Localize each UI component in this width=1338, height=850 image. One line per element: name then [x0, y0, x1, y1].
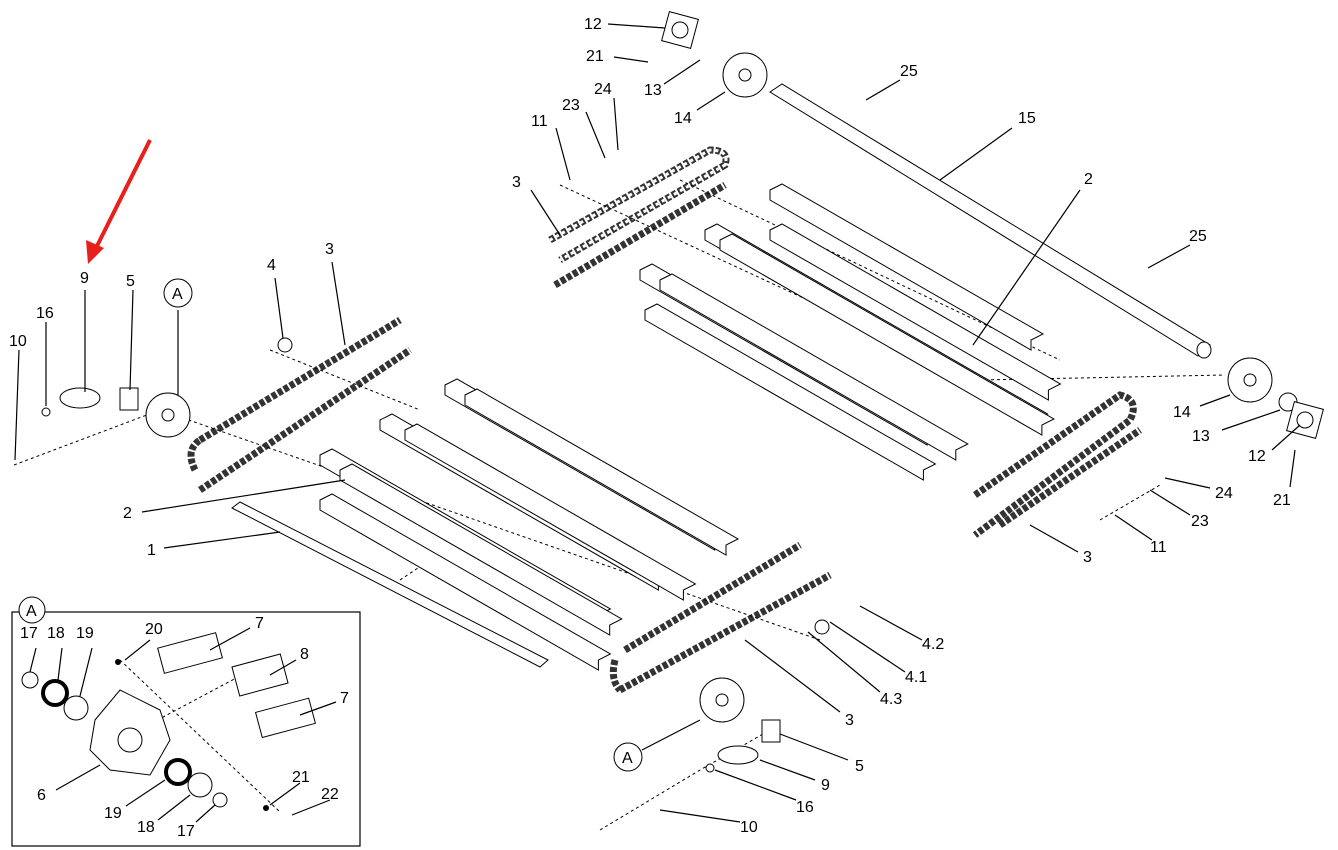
callout-25: 25: [1189, 228, 1207, 245]
chains: [187, 146, 1142, 694]
callout-24: 24: [594, 81, 612, 98]
callout-9-highlighted: 9: [80, 270, 89, 287]
slat: [464, 388, 740, 556]
callout-11: 11: [1150, 539, 1167, 556]
callout-18: 18: [47, 625, 65, 642]
callout-4-1: 4.1: [905, 669, 927, 686]
detail-ref-a-top: A: [163, 278, 193, 308]
callout-3: 3: [512, 174, 521, 191]
callout-18: 18: [137, 819, 155, 836]
callout-10: 10: [740, 819, 758, 836]
callout-7: 7: [340, 690, 349, 707]
callout-4-2: 4.2: [922, 636, 944, 653]
callout-1: 1: [147, 542, 156, 559]
callout-3: 3: [845, 712, 854, 729]
callout-3: 3: [325, 241, 334, 258]
callout-7: 7: [255, 615, 264, 632]
callout-9: 9: [821, 777, 830, 794]
callout-6: 6: [37, 787, 46, 804]
callout-14: 14: [1173, 404, 1191, 421]
callout-21: 21: [292, 769, 310, 786]
shaft-15: [769, 83, 1212, 359]
callout-15: 15: [1018, 110, 1036, 127]
callout-5: 5: [855, 758, 864, 775]
callout-21: 21: [1273, 492, 1291, 509]
detail-inset-a: A 17 18 19 20 7 8 7 6 19 18 17 21 22: [11, 596, 361, 847]
callout-4: 4: [267, 257, 276, 274]
callout-23: 23: [562, 97, 580, 114]
callout-14: 14: [674, 110, 692, 127]
callout-3: 3: [1083, 549, 1092, 566]
callout-2: 2: [123, 505, 132, 522]
detail-ref-a-bottom: A: [613, 742, 643, 772]
callout-labels: 12 21 13 14 25 15 11 23 24 3 2 25 14 13 …: [9, 16, 1291, 836]
leader-lines: [14, 23, 1301, 823]
callout-12: 12: [1248, 448, 1266, 465]
svg-text:A: A: [26, 603, 37, 620]
callout-24: 24: [1215, 485, 1233, 502]
callout-25: 25: [900, 63, 918, 80]
callout-13: 13: [1192, 428, 1210, 445]
callout-17: 17: [20, 625, 38, 642]
callout-22: 22: [321, 786, 339, 803]
slat: [319, 493, 612, 671]
callout-12: 12: [584, 16, 602, 33]
slat: [659, 273, 969, 461]
callout-17: 17: [177, 823, 195, 840]
sprockets: [41, 11, 1324, 773]
slats: [319, 183, 1062, 671]
svg-text:A: A: [622, 750, 633, 767]
callout-16: 16: [796, 799, 814, 816]
callout-5: 5: [126, 273, 135, 290]
slat: [769, 183, 1045, 351]
callout-2: 2: [1084, 171, 1093, 188]
slat: [644, 303, 937, 481]
callout-19: 19: [104, 805, 122, 822]
slat: [769, 223, 1062, 401]
slat: [719, 233, 1055, 436]
callout-21: 21: [586, 48, 604, 65]
slat: [339, 463, 623, 636]
callout-11: 11: [531, 113, 548, 130]
callout-4-3: 4.3: [880, 691, 902, 708]
callout-13: 13: [644, 82, 662, 99]
shaft-1: [231, 501, 549, 668]
slat: [404, 423, 697, 601]
callout-10: 10: [9, 333, 27, 350]
callout-19: 19: [76, 625, 94, 642]
callout-8: 8: [300, 646, 309, 663]
svg-text:A: A: [172, 286, 183, 303]
callout-20: 20: [145, 621, 163, 638]
callout-16: 16: [36, 305, 54, 322]
callout-23: 23: [1191, 513, 1209, 530]
highlight-arrow: [86, 139, 152, 264]
